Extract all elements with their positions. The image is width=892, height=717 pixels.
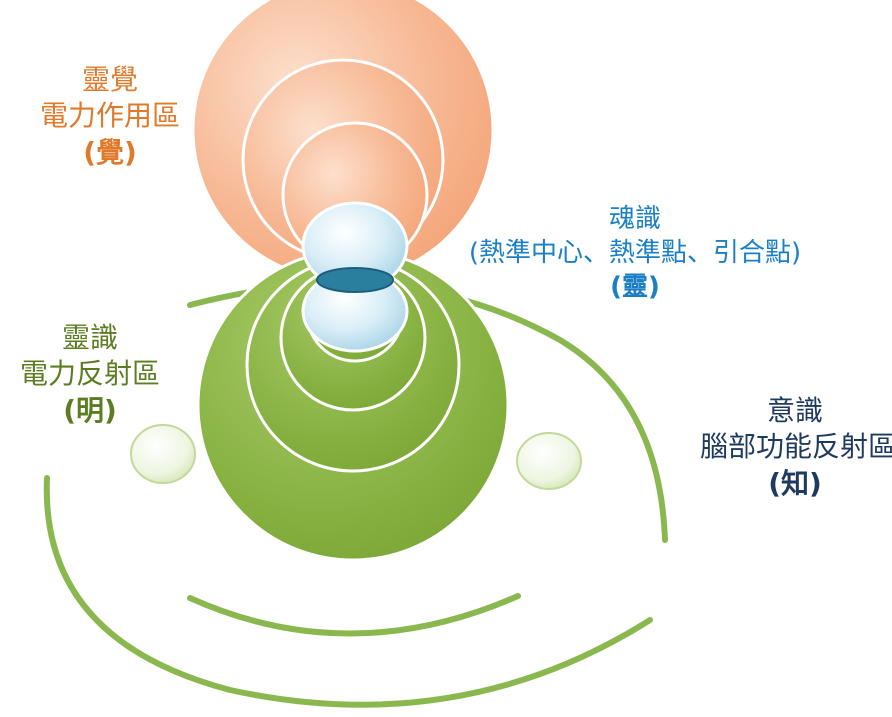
soul-core <box>301 201 409 353</box>
spirit-knowing-tag: (明) <box>63 393 117 427</box>
consciousness-tag: (知) <box>768 466 822 500</box>
spirit-sense-subtitle: 電力作用區 <box>39 99 180 133</box>
spirit-sense-label: 靈覺 電力作用區 (覺) <box>10 62 210 171</box>
side-discs <box>130 424 582 490</box>
soul-consciousness-title: 魂識 <box>608 204 661 234</box>
soul-consciousness-subtitle: (熱準中心、熱準點、引合點) <box>468 237 802 268</box>
consciousness-subtitle: 腦部功能反射區 <box>700 430 892 464</box>
arc-bottom-inner <box>187 593 521 637</box>
left-side-disc <box>130 424 196 484</box>
arc-bottom-outer <box>43 475 653 708</box>
spirit-knowing-title: 靈識 <box>61 321 118 354</box>
spirit-sense-circles <box>191 0 495 282</box>
right-side-disc <box>516 432 582 490</box>
soul-consciousness-tag: (靈) <box>610 271 660 302</box>
spirit-sense-tag: (覺) <box>83 135 137 169</box>
spirit-knowing-label: 靈識 電力反射區 (明) <box>0 320 180 429</box>
soul-center-disc <box>316 267 394 293</box>
consciousness-label: 意識 腦部功能反射區 (知) <box>700 393 892 502</box>
spirit-sense-title: 靈覺 <box>81 63 138 96</box>
soul-consciousness-label: 魂識 (熱準中心、熱準點、引合點) (靈) <box>440 203 830 304</box>
spirit-knowing-subtitle: 電力反射區 <box>19 357 160 391</box>
consciousness-title: 意識 <box>766 394 823 427</box>
